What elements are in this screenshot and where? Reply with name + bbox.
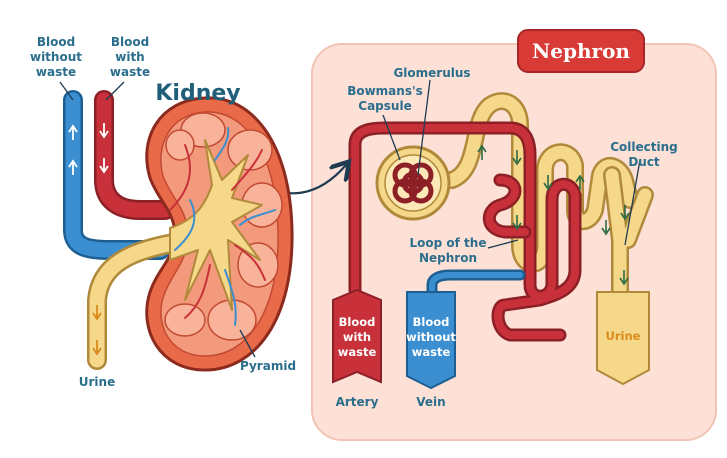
renal-pelvis [169,139,263,311]
glomerulus [392,162,434,204]
nephron-title-banner: Nephron [517,29,645,73]
blood-with-waste-label: Blood with waste [110,35,150,79]
label-pointers [382,79,641,249]
svg-text:without: without [30,50,82,64]
kidney-title: Kidney [155,81,240,106]
svg-text:Duct: Duct [628,155,660,169]
renal-vein [63,90,170,260]
glomerulus-label: Glomerulus [393,66,470,80]
vein-tag: Blood without waste [406,291,456,390]
collecting-duct-label: Collecting Duct [610,140,678,169]
svg-text:Blood: Blood [111,35,149,49]
svg-text:Nephron: Nephron [419,251,477,265]
svg-text:waste: waste [338,345,377,359]
kidney-blood-vessels [169,127,276,326]
nephron-flow-arrows [477,144,630,286]
nephron-title: Nephron [532,39,630,63]
svg-text:Bowmans's: Bowmans's [347,84,423,98]
svg-text:Loop of the: Loop of the [410,236,487,250]
renal-artery [94,90,175,220]
svg-text:without: without [406,330,456,344]
svg-text:Blood: Blood [37,35,75,49]
kidney-flow-arrows [68,123,109,175]
blood-without-waste-label: Blood without waste [30,35,82,79]
svg-text:Blood: Blood [413,315,450,329]
tubule [443,92,654,299]
urine-label: Urine [79,375,115,389]
svg-text:waste: waste [110,65,150,79]
svg-text:with: with [343,330,371,344]
pointer-blood-with-waste [105,81,125,101]
bowmans-capsule-label: Bowmans's Capsule [347,84,423,113]
svg-text:waste: waste [36,65,76,79]
loop-of-nephron-label: Loop of the Nephron [410,236,487,265]
svg-text:Blood: Blood [339,315,376,329]
nephron-artery-vessels [348,121,582,342]
nephron-vein-vessel [426,269,526,301]
svg-text:Collecting: Collecting [610,140,678,154]
urine-tag: Urine [596,291,650,386]
ureter [87,232,190,370]
pointer-pyramid [239,329,256,358]
svg-text:with: with [115,50,144,64]
vein-label: Vein [416,395,445,409]
svg-text:Urine: Urine [606,329,641,343]
artery-label: Artery [336,395,379,409]
pointer-blood-without-waste [59,81,74,101]
svg-text:Capsule: Capsule [358,99,411,113]
urine-flow-arrows [92,305,102,356]
svg-text:waste: waste [412,345,451,359]
artery-tag: Blood with waste [332,288,382,384]
pyramid-label: Pyramid [240,359,296,373]
pyramids [164,112,283,341]
